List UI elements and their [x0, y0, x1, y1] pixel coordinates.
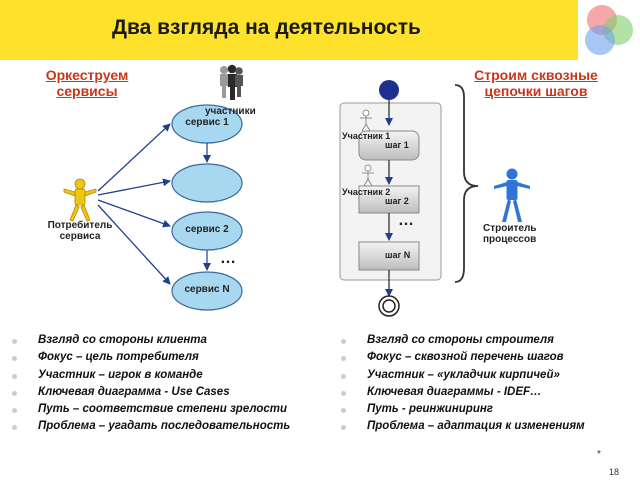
right-heading: Строим сквозные цепочки шагов — [456, 67, 616, 99]
bullet-dot-icon — [341, 425, 346, 431]
list-item: Фокус – цель потребителя — [12, 349, 290, 366]
bullet-dot-icon — [12, 373, 17, 379]
builder-label-line2: процессов — [483, 234, 537, 245]
start-node — [379, 80, 399, 100]
right-heading-line1: Строим сквозные — [474, 67, 598, 83]
bullet-dot-icon — [341, 408, 346, 414]
consumer-service-arrows — [97, 123, 171, 285]
consumer-label-line2: сервиса — [59, 231, 101, 242]
right-bullet-list: Взгляд со стороны строителя Фокус – скво… — [341, 332, 585, 436]
service-n-ellipse — [171, 271, 243, 311]
venn-circles-icon — [578, 0, 640, 66]
bullet-dot-icon — [341, 339, 346, 344]
page-title: Два взгляда на деятельность — [112, 16, 421, 39]
list-item: Ключевая диаграммы - IDEF… — [341, 384, 585, 401]
consumer-label: Потребитель сервиса — [40, 220, 120, 242]
list-item: Участник – «укладчик кирпичей» — [341, 367, 585, 384]
bullet-dot-icon — [12, 425, 17, 431]
bullet-dot-icon — [12, 408, 17, 414]
page-number: 18 — [609, 467, 620, 477]
list-item: Взгляд со стороны клиента — [12, 332, 290, 349]
bullet-dot-icon — [12, 356, 17, 362]
step-2-label: шаг 2 — [385, 196, 409, 206]
left-ellipsis: … — [220, 250, 236, 267]
participant-2-label: Участник 2 — [342, 187, 391, 197]
diagram-canvas — [63, 64, 530, 317]
left-heading-line1: Оркеструем — [45, 67, 129, 83]
step-2-box — [358, 185, 420, 214]
bullet-dot-icon — [341, 373, 346, 379]
list-item: Проблема – адаптация к изменениям — [341, 418, 585, 435]
service-n-label: сервис N — [184, 284, 230, 295]
list-item: Участник – игрок в команде — [12, 367, 290, 384]
list-item: Фокус – сквозной перечень шагов — [341, 349, 585, 366]
service-2-label: сервис 2 — [185, 224, 229, 235]
right-heading-line2: цепочки шагов — [484, 83, 588, 99]
left-bullet-list: Взгляд со стороны клиента Фокус – цель п… — [12, 332, 290, 436]
consumer-actor-icon — [63, 178, 97, 222]
participant-2-icon — [362, 164, 374, 187]
list-item: Взгляд со стороны строителя — [341, 332, 585, 349]
left-heading-line2: сервисы — [56, 83, 118, 99]
grouping-brace — [454, 84, 479, 283]
list-item: Ключевая диаграмма - Use Cases — [12, 384, 290, 401]
builder-label: Строитель процессов — [483, 223, 536, 245]
participant-1-icon — [360, 109, 372, 132]
end-node — [378, 295, 400, 317]
list-item: Путь – соответствие степени зрелости — [12, 401, 290, 418]
list-item: Проблема – угадать последовательность — [12, 418, 290, 435]
list-item: Путь - реинжиниринг — [341, 401, 585, 418]
bullet-dot-icon — [12, 390, 17, 396]
bullet-dot-icon — [341, 356, 346, 362]
step-1-label: шаг 1 — [385, 140, 409, 150]
bullet-dot-icon — [341, 390, 346, 396]
step-n-label: шаг N — [385, 250, 411, 260]
service-1-label: сервис 1 — [185, 117, 229, 128]
builder-actor-icon — [494, 168, 530, 222]
consumer-label-line1: Потребитель — [47, 220, 113, 231]
bullet-dot-icon — [12, 339, 17, 344]
builder-label-line1: Строитель — [483, 223, 537, 234]
service-blank-ellipse — [171, 163, 243, 203]
participants-group-icon — [220, 64, 243, 100]
participant-1-label: Участник 1 — [342, 131, 391, 141]
participants-label: участники — [205, 106, 256, 117]
left-heading: Оркеструем сервисы — [28, 67, 146, 99]
footnote-star: * — [597, 449, 601, 460]
right-ellipsis: … — [398, 212, 414, 229]
title-bar — [0, 0, 578, 60]
